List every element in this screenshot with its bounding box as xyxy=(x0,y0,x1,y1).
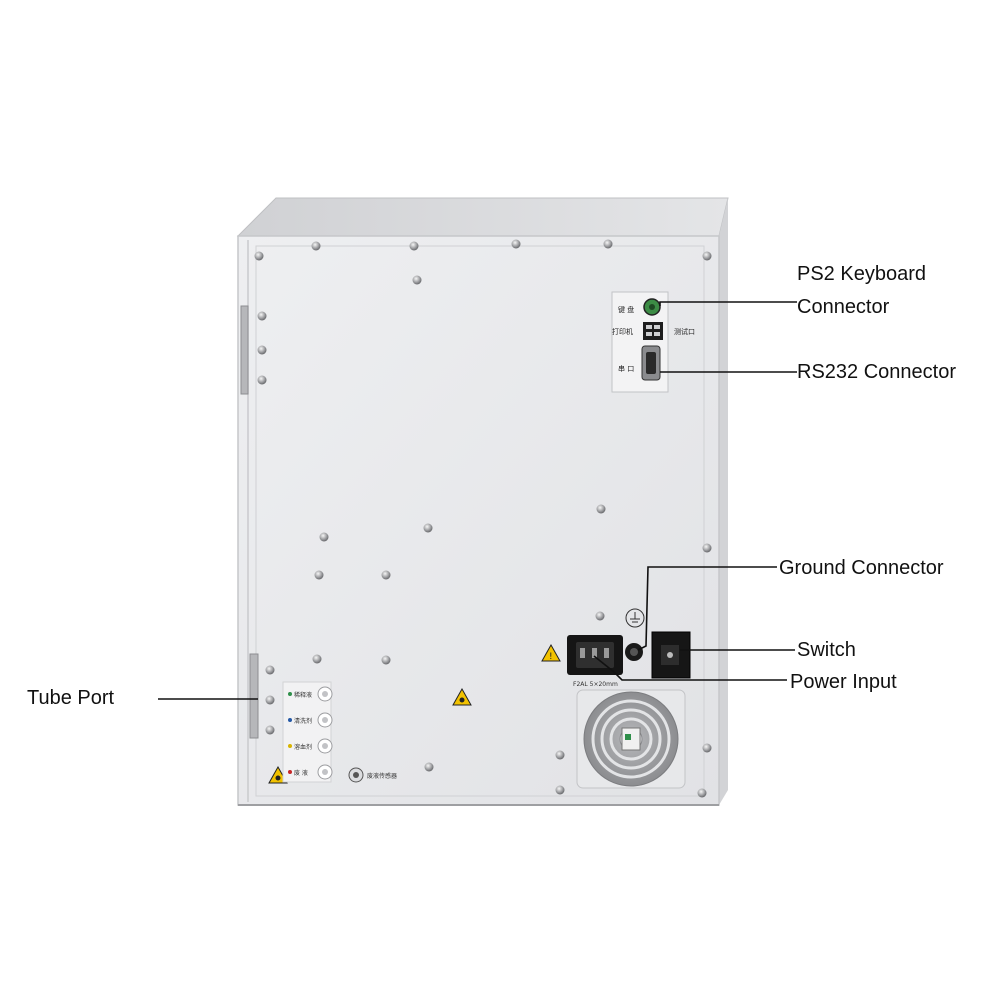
power-switch xyxy=(651,631,691,679)
switch-label: Switch xyxy=(797,639,856,661)
io-connector-block: 键 盘 打印机 测试口 串 口 xyxy=(611,291,695,393)
tube-port-label: Tube Port xyxy=(27,687,115,709)
usb-port-icon xyxy=(643,322,663,340)
lyse-label: 溶血剂 xyxy=(294,743,312,751)
leader-power xyxy=(593,655,787,681)
leader-ground xyxy=(637,566,777,651)
ground-connector-label: Ground Connector xyxy=(779,557,944,579)
biohazard-label-center xyxy=(452,687,472,706)
tube-port-block: 稀释液 清洗剂 溶血剂 废 液 废液传感器 xyxy=(282,681,397,783)
waste-sensor-label: 废液传感器 xyxy=(367,772,397,780)
ps2-keyboard-label: PS2 Keyboard xyxy=(797,263,926,285)
cooling-fan xyxy=(576,689,686,789)
ps2-connector-label: Connector xyxy=(797,296,890,318)
keyboard-port-label: 键 盘 xyxy=(618,305,634,314)
cabinet-side xyxy=(719,198,728,805)
ground-connector xyxy=(625,608,645,661)
diluent-label: 稀释液 xyxy=(294,691,312,699)
screws xyxy=(254,239,712,798)
printer-port-label: 打印机 xyxy=(612,327,633,336)
hinge-bottom xyxy=(249,653,259,739)
power-input: ! F2AL 5×20mm xyxy=(541,635,623,688)
svg-text:!: ! xyxy=(549,652,553,662)
test-port-label: 测试口 xyxy=(674,327,695,336)
hinge-top xyxy=(240,305,249,395)
fuse-label: F2AL 5×20mm xyxy=(573,681,618,688)
cabinet-top xyxy=(236,197,729,237)
tube-fittings xyxy=(317,686,333,780)
waste-label: 废 液 xyxy=(294,769,308,777)
leader-ps2 xyxy=(659,301,797,306)
warning-triangle-icon xyxy=(541,643,561,662)
inner-panel xyxy=(255,245,705,797)
power-input-label: Power Input xyxy=(790,671,897,693)
callout-lines xyxy=(158,301,797,700)
serial-port-label: 串 口 xyxy=(618,365,634,373)
cleaner-label: 清洗剂 xyxy=(294,717,312,725)
rs232-connector-label: RS232 Connector xyxy=(797,361,956,383)
